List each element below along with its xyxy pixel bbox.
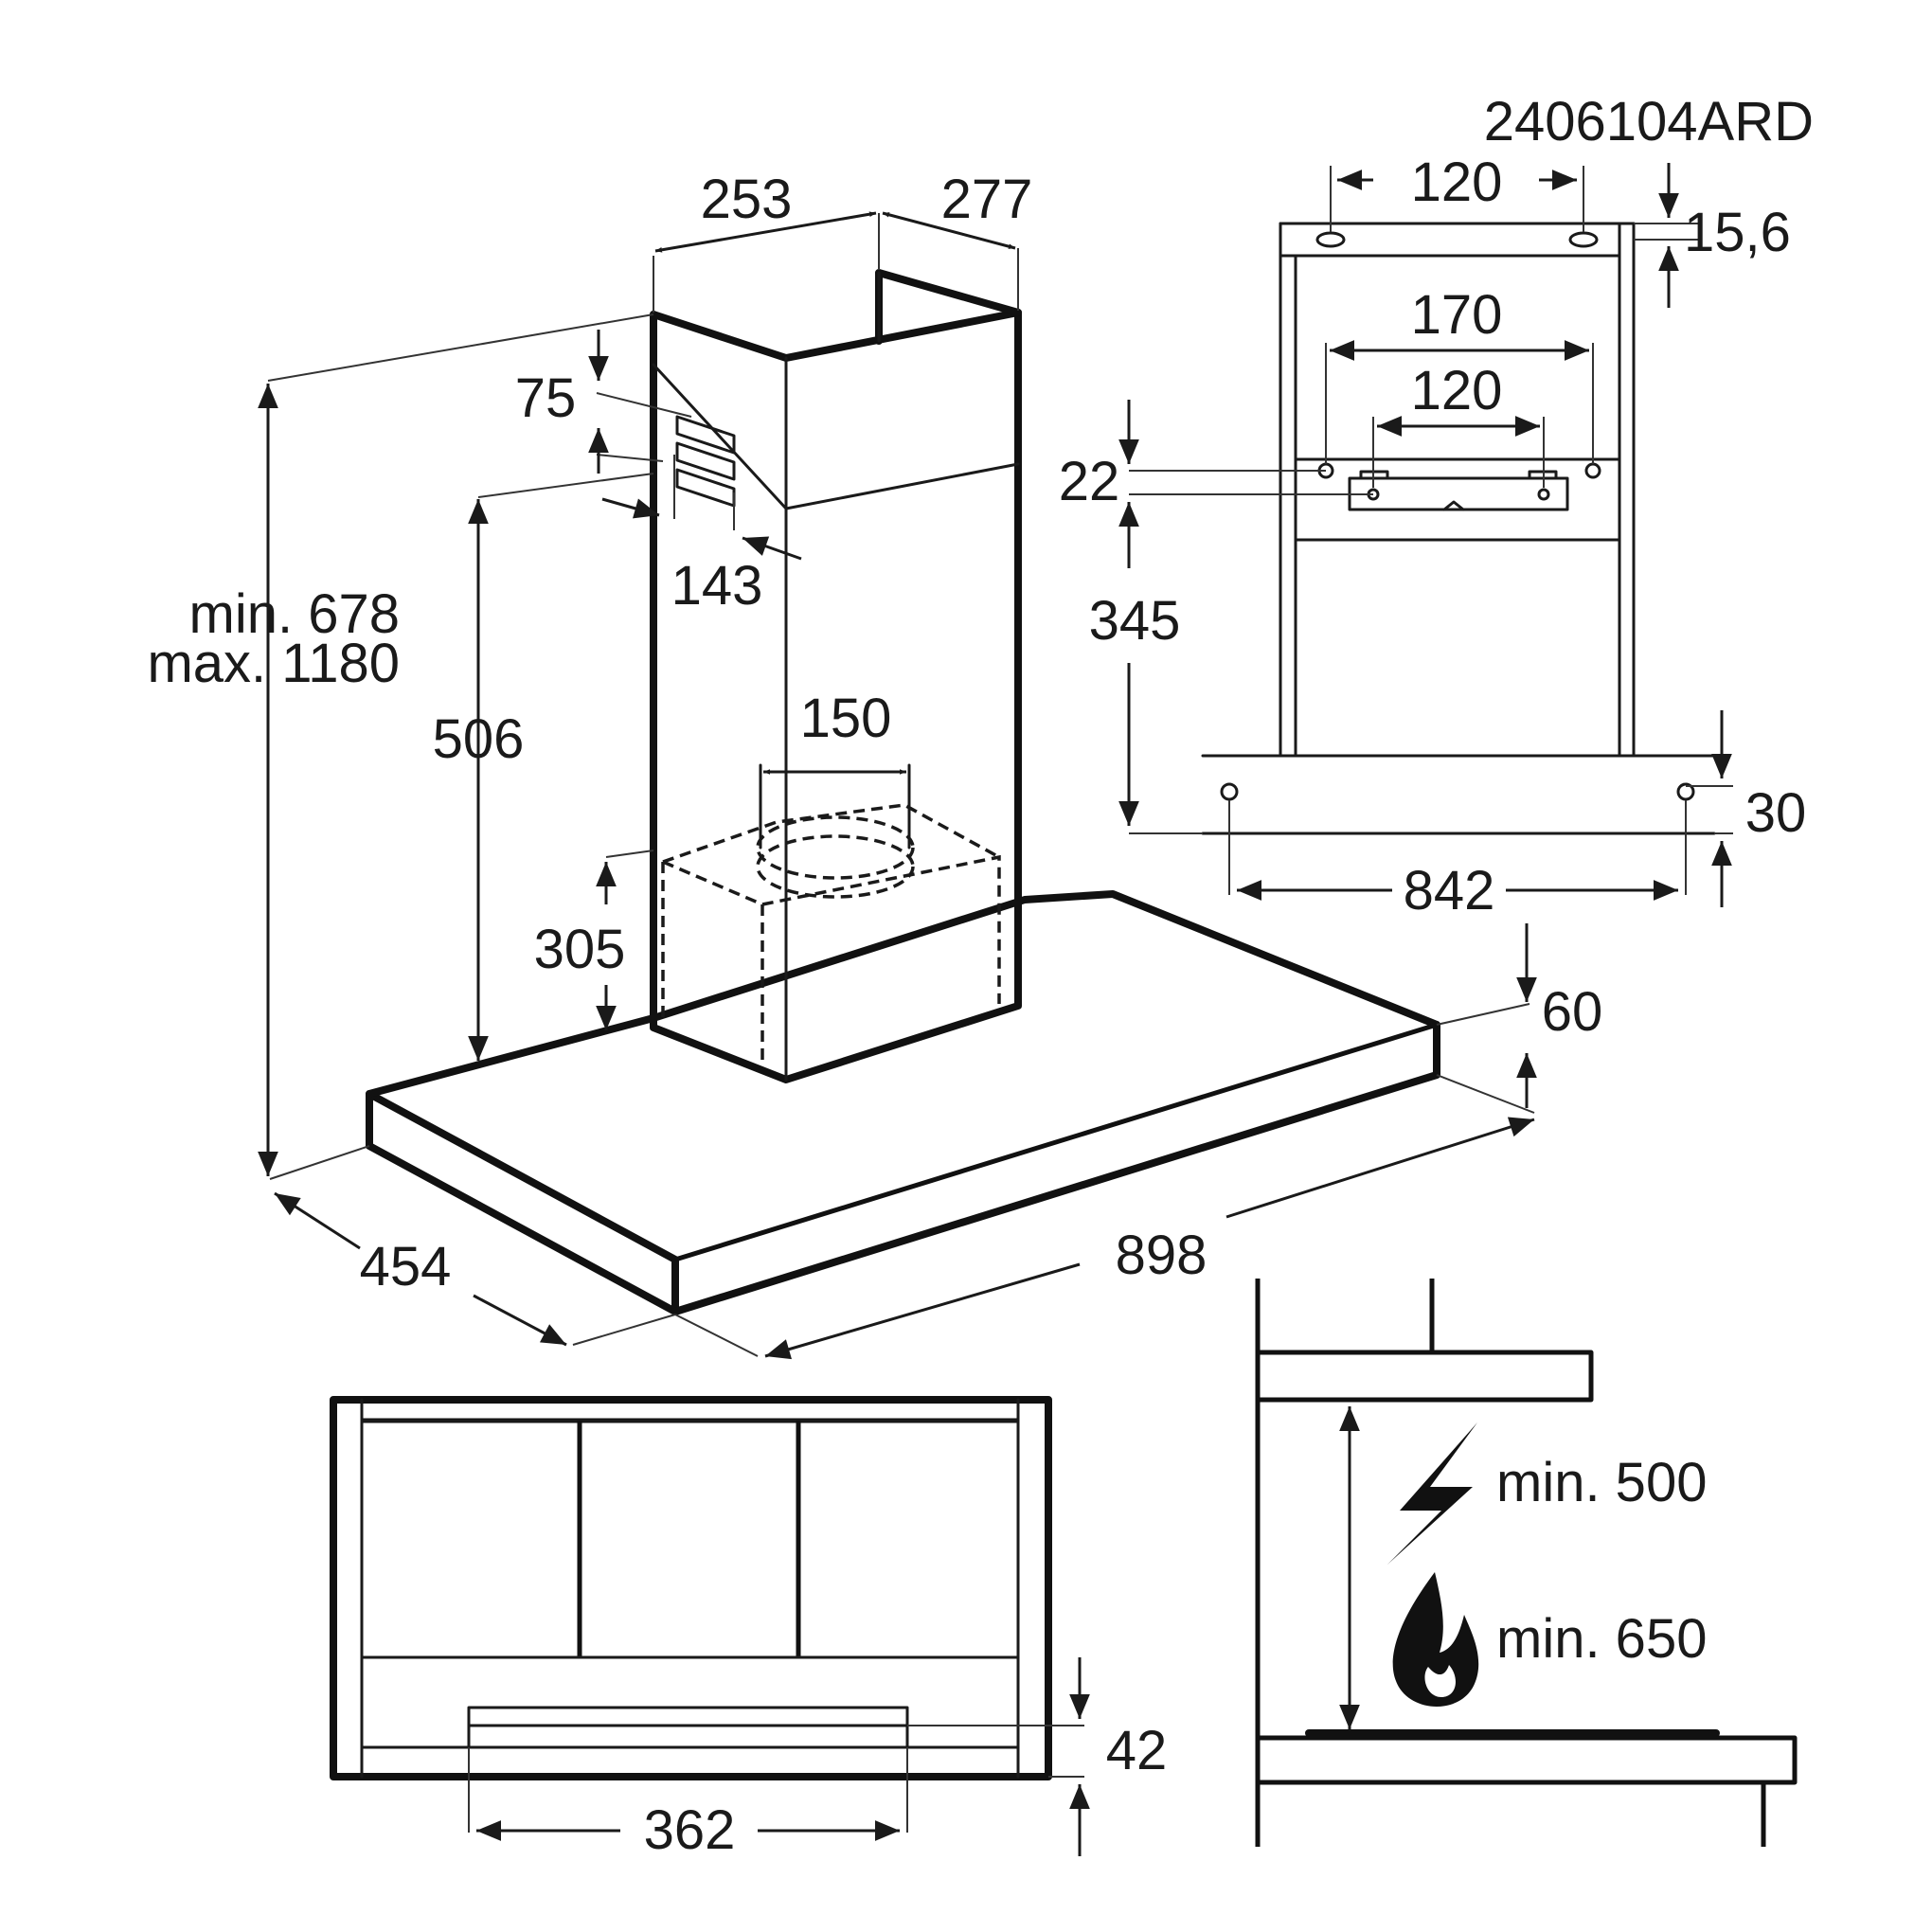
canopy bbox=[366, 890, 1440, 1315]
bottom-dimensions bbox=[476, 1657, 1090, 1856]
cooktop-counter bbox=[1258, 1729, 1798, 1847]
dim-143-arrow-left bbox=[601, 497, 660, 519]
dim-454-arrow-left bbox=[274, 1191, 361, 1250]
label-width: 898 bbox=[1116, 1225, 1208, 1286]
bracket-leaders bbox=[1129, 166, 1733, 895]
dim-898-arrow-left bbox=[764, 1262, 1081, 1360]
label-depth: 454 bbox=[360, 1236, 452, 1297]
mounting-plate bbox=[1294, 457, 1621, 542]
label-lower-offset: 30 bbox=[1745, 782, 1807, 844]
label-chimney-height: 506 bbox=[433, 708, 525, 770]
upper-bracket bbox=[1279, 222, 1636, 758]
dim-277 bbox=[882, 211, 1016, 250]
flame-icon bbox=[1392, 1572, 1479, 1707]
vent-grille bbox=[675, 415, 736, 508]
label-inner-spacing: 120 bbox=[1411, 360, 1503, 421]
label-outlet-diameter: 150 bbox=[800, 688, 892, 749]
light-panel bbox=[467, 1706, 909, 1749]
label-chimney-width: 253 bbox=[701, 169, 793, 230]
lightning-icon bbox=[1387, 1422, 1477, 1565]
label-clearance-gas: min. 650 bbox=[1496, 1608, 1707, 1670]
label-top-offset: 15,6 bbox=[1684, 202, 1791, 263]
wall-and-hood bbox=[1255, 1279, 1594, 1847]
label-hole-spacing: 842 bbox=[1404, 860, 1495, 921]
label-mid-width: 170 bbox=[1411, 284, 1503, 346]
bottom-leaders bbox=[468, 1725, 1084, 1833]
label-total-height-min: min. 678 bbox=[189, 583, 400, 645]
label-panel-width: 362 bbox=[644, 1799, 736, 1861]
label-top-hole-spacing: 120 bbox=[1411, 152, 1503, 213]
flame-icon-inner bbox=[1424, 1665, 1456, 1697]
label-motor-height: 305 bbox=[534, 919, 626, 980]
bracket-view: 2406104ARD bbox=[1059, 91, 1814, 921]
clearance-view: min. 500 min. 650 bbox=[1255, 1279, 1798, 1847]
model-code: 2406104ARD bbox=[1484, 91, 1814, 152]
label-vent-depth: 143 bbox=[671, 555, 763, 617]
hood-underside-outline bbox=[330, 1396, 1052, 1780]
dim-898-arrow-right bbox=[1225, 1117, 1535, 1219]
label-chimney-depth: 277 bbox=[941, 169, 1033, 230]
label-bracket-height: 345 bbox=[1089, 590, 1181, 652]
main-dimensions bbox=[258, 211, 1537, 1360]
label-vent-height: 75 bbox=[515, 367, 577, 429]
motor-box-outline bbox=[661, 763, 1001, 1065]
label-canopy-thickness: 60 bbox=[1542, 981, 1603, 1043]
bottom-view: 42 362 bbox=[330, 1396, 1168, 1861]
chimney bbox=[650, 269, 1022, 1083]
main-view: 253 277 75 143 min. 678 max. 1180 506 15… bbox=[147, 169, 1603, 1360]
grease-filters bbox=[360, 1419, 1020, 1659]
bracket-dimensions bbox=[1118, 163, 1732, 907]
dim-253 bbox=[654, 211, 877, 253]
label-clearance-electric: min. 500 bbox=[1496, 1452, 1707, 1513]
label-total-height-max: max. 1180 bbox=[147, 633, 400, 694]
label-gap: 22 bbox=[1059, 451, 1120, 512]
dim-143-arrow-right bbox=[742, 536, 802, 561]
lower-rail bbox=[1201, 754, 1716, 835]
main-leaders bbox=[267, 213, 1535, 1357]
label-panel-height: 42 bbox=[1106, 1720, 1168, 1781]
dim-454-arrow-right bbox=[473, 1294, 567, 1347]
